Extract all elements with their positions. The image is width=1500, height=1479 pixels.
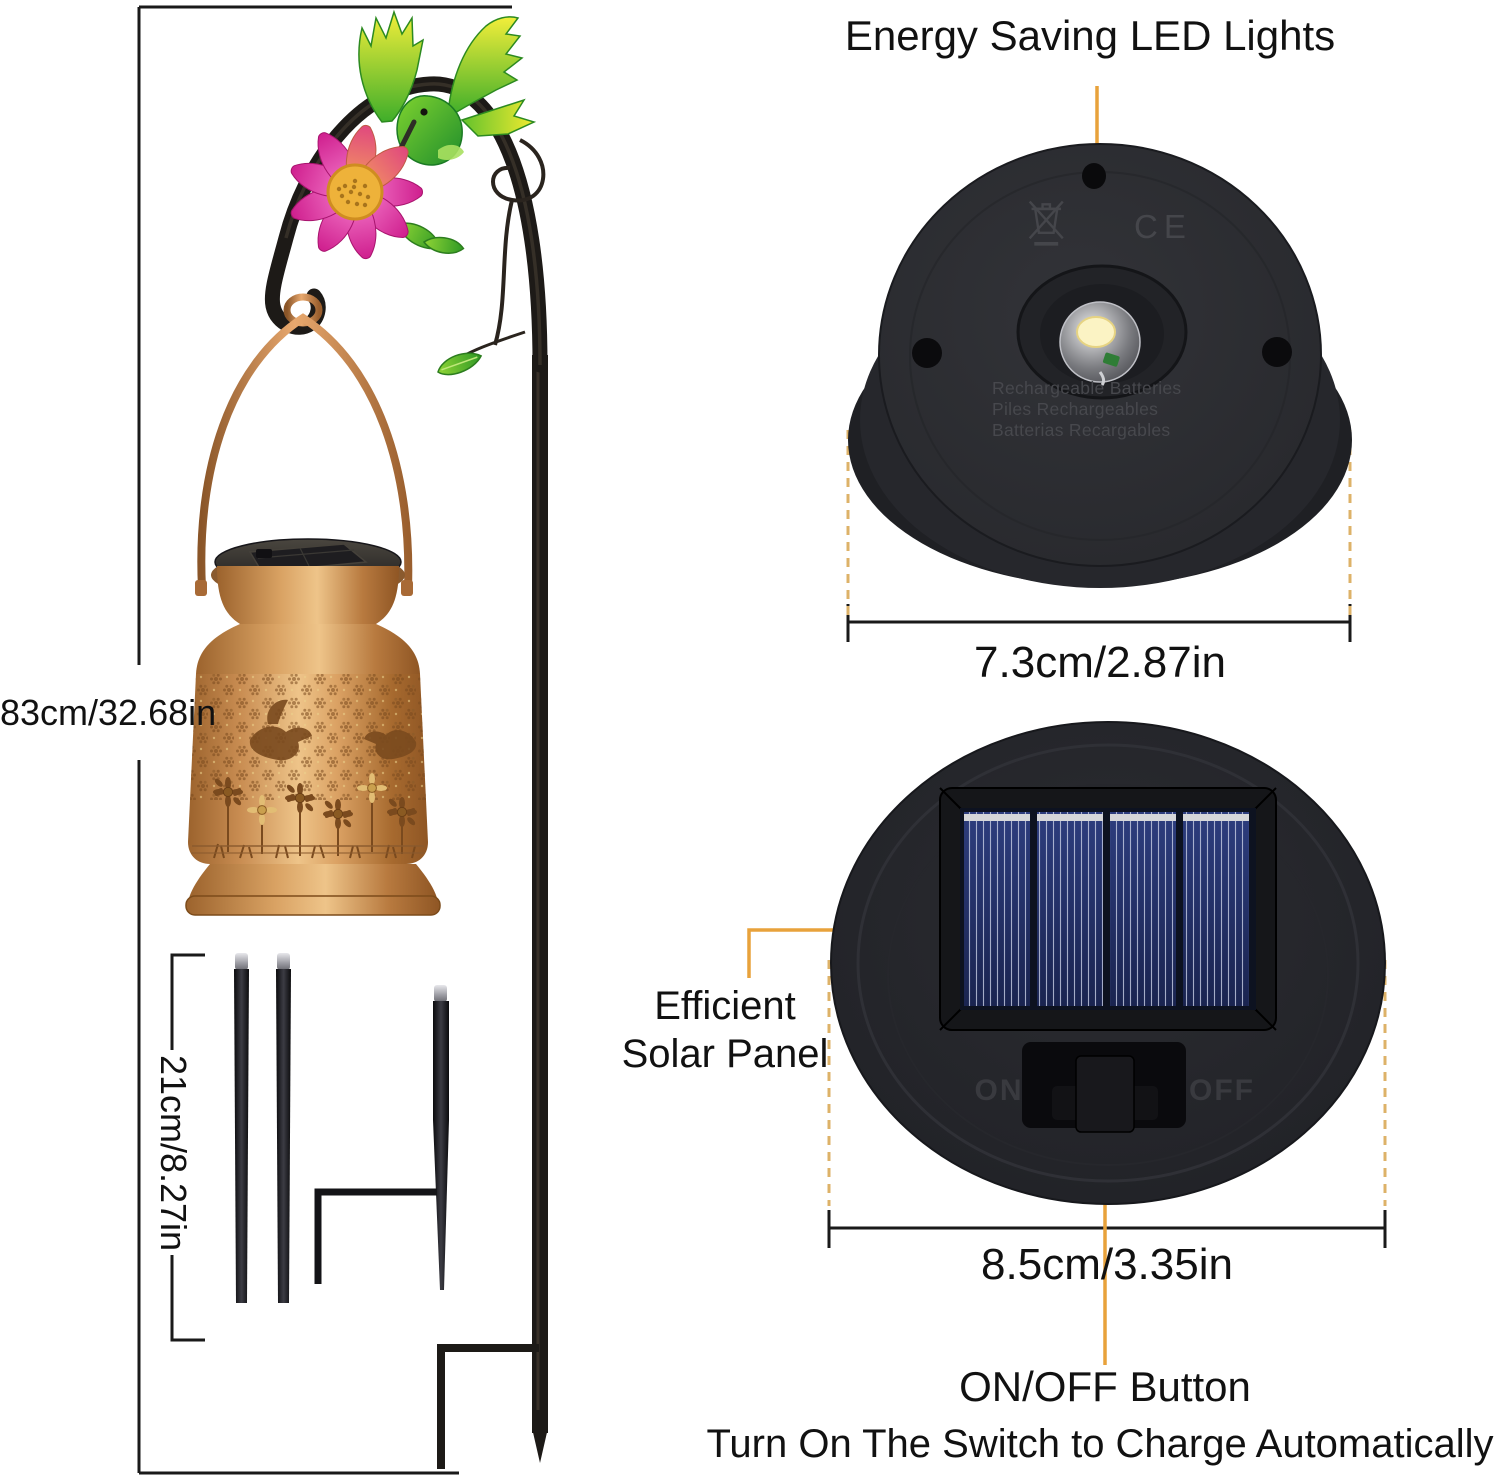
led-unit-left-hole [912, 338, 942, 368]
off-marking: OFF [1189, 1074, 1255, 1107]
lantern-foot [185, 895, 441, 916]
overall-height-dimension [137, 5, 512, 1475]
bird-eye [420, 108, 428, 116]
bird-right-wing [447, 16, 524, 116]
pole-length-dimension [170, 953, 205, 1342]
hummingbird-ornament [358, 9, 537, 193]
lantern-neck [217, 566, 399, 624]
lid-clip [256, 549, 272, 558]
flower-center [326, 163, 384, 221]
bird-left-wing [358, 9, 425, 123]
hanging-lantern [185, 293, 441, 916]
solar-width-dimension [827, 960, 1387, 1248]
pole-sections [234, 953, 449, 1303]
bird-tail [460, 98, 537, 137]
handle-tab-left [195, 580, 207, 596]
solar-unit-rim [856, 743, 1360, 1183]
switch-button-label: ON/OFF Button [959, 1363, 1251, 1410]
lantern-handle [197, 313, 413, 589]
engraving-line-2: Piles Rechargeables [992, 399, 1158, 419]
solar-width-value: 8.5cm/3.35in [981, 1240, 1233, 1289]
led-width-dimension [846, 430, 1352, 642]
flower-leaf-2 [422, 236, 465, 254]
led-width-value: 7.3cm/2.87in [974, 638, 1226, 687]
ground-stake-section [314, 985, 449, 1290]
stake-anchor-bar [314, 1188, 437, 1284]
solar-panel-label-line1: Efficient [654, 984, 796, 1028]
solar-unit-step [887, 784, 1329, 1166]
led-unit-top-hole [1082, 163, 1106, 189]
solar-panel-label-line2: Solar Panel [621, 1032, 829, 1076]
led-unit-photo: CE Rechargeable Batteries Piles Recharge… [848, 143, 1352, 588]
on-off-switch[interactable] [1022, 1042, 1186, 1133]
main-pole-tip [532, 1428, 548, 1463]
decorative-tendril-wire [491, 138, 546, 346]
engraving-line-3: Batterias Recargables [992, 420, 1170, 440]
main-pole [532, 355, 548, 1433]
handle-tab-right [401, 580, 413, 596]
flower-center-dots [336, 178, 371, 208]
flower-ornament [290, 124, 465, 260]
led-chip [1076, 316, 1116, 348]
solar-unit-photo: ON OFF [830, 721, 1386, 1205]
led-wire [1098, 371, 1106, 386]
solar-panel [939, 787, 1277, 1031]
led-unit-right-hole [1262, 337, 1292, 367]
main-pole-ground-anchor [437, 1344, 539, 1469]
engraving-line-1: Rechargeable Batteries [992, 378, 1182, 398]
pole-section-1 [234, 953, 249, 1303]
pole-length-value: 21cm/8.27in [153, 1054, 194, 1252]
lantern-bird-cutouts [249, 699, 417, 761]
solar-cells [964, 812, 1249, 1006]
led-title-label: Energy Saving LED Lights [844, 12, 1336, 59]
ce-mark: CE [1134, 208, 1192, 245]
switch-note-label: Turn On The Switch to Charge Automatical… [706, 1422, 1494, 1466]
pole-section-2 [276, 953, 291, 1303]
overall-height-value: 83cm/32.68in [0, 692, 217, 733]
lantern-shoulder [196, 624, 420, 674]
lid-panel-grid [257, 547, 355, 569]
lantern-base-flare [189, 864, 437, 898]
led-pcb [1103, 352, 1120, 367]
pole-leaf [437, 352, 483, 376]
solar-panel-label: Efficient Solar Panel [596, 982, 854, 1078]
led-unit-engraving: Rechargeable Batteries Piles Rechargeabl… [992, 378, 1182, 440]
main-pole-highlight [536, 370, 540, 1410]
crossed-out-bin-recycle-icon [1028, 200, 1064, 246]
on-marking: ON [975, 1074, 1024, 1107]
bird-belly-feather [438, 144, 464, 160]
flower-petals [290, 124, 423, 260]
handle-hook-loop [283, 293, 323, 327]
